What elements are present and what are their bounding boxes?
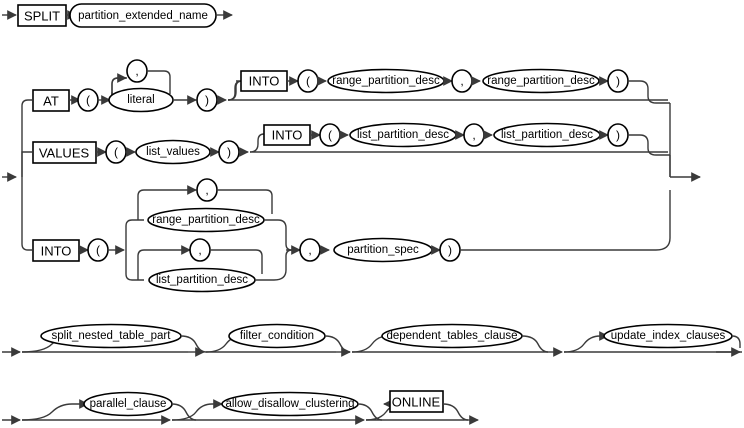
at-into-rparen: ) (616, 74, 620, 88)
values-into-comma: , (472, 128, 475, 142)
at-loop-comma: , (135, 64, 138, 78)
into-range-loop-comma: , (205, 183, 208, 197)
update-index-clauses-node: update_index_clauses (611, 330, 726, 342)
into-lparen: ( (96, 243, 100, 257)
at-rparen: ) (205, 93, 209, 107)
at-range-partition-desc-1: range_partition_desc (332, 75, 440, 87)
values-list-partition-desc-2: list_partition_desc (501, 129, 593, 141)
into-range-partition-desc: range_partition_desc (152, 214, 260, 226)
literal-node: literal (127, 94, 154, 106)
row-optional-clauses-1: split_nested_table_part filter_condition… (2, 323, 742, 357)
online-keyword: ONLINE (392, 395, 441, 410)
branch-rails (2, 99, 32, 251)
row-into: INTO ( , range_partition_desc , list_par… (32, 178, 671, 293)
row-optional-clauses-2: parallel_clause allow_disallow_clusterin… (2, 390, 479, 425)
into-list-partition-desc: list_partition_desc (156, 274, 248, 286)
at-into-comma: , (460, 74, 463, 88)
row-at: AT ( , literal ) INTO ( range_partition_… (32, 59, 670, 113)
values-into-rparen: ) (616, 128, 620, 142)
partition-extended-name-node: partition_extended_name (78, 10, 208, 22)
row-split: SPLIT partition_extended_name (2, 3, 233, 28)
partition-spec-node: partition_spec (347, 244, 419, 256)
list-values-node: list_values (146, 146, 200, 158)
at-into-lparen: ( (306, 74, 310, 88)
values-keyword: VALUES (39, 146, 90, 161)
allow-disallow-clustering-node: allow_disallow_clustering (225, 398, 354, 410)
parallel-clause-node: parallel_clause (90, 398, 167, 410)
at-keyword: AT (43, 94, 59, 109)
at-lparen: ( (86, 93, 90, 107)
values-into-keyword: INTO (272, 128, 303, 143)
row-values: VALUES ( list_values ) INTO ( list_parti… (32, 122, 670, 165)
into-list-loop-comma: , (198, 243, 201, 257)
values-lparen: ( (114, 145, 118, 159)
at-range-partition-desc-2: range_partition_desc (487, 75, 595, 87)
values-rparen: ) (227, 145, 231, 159)
split-keyword: SPLIT (24, 9, 60, 24)
at-into-keyword: INTO (249, 74, 280, 89)
merge-rail (669, 103, 701, 182)
into-rparen: ) (448, 243, 452, 257)
split-nested-table-part-node: split_nested_table_part (52, 330, 172, 342)
dependent-tables-clause-node: dependent_tables_clause (386, 330, 517, 342)
into-separator-comma: , (308, 243, 311, 257)
values-into-lparen: ( (328, 128, 332, 142)
values-list-partition-desc-1: list_partition_desc (357, 129, 449, 141)
into-keyword: INTO (41, 244, 72, 259)
filter-condition-node: filter_condition (240, 330, 314, 342)
